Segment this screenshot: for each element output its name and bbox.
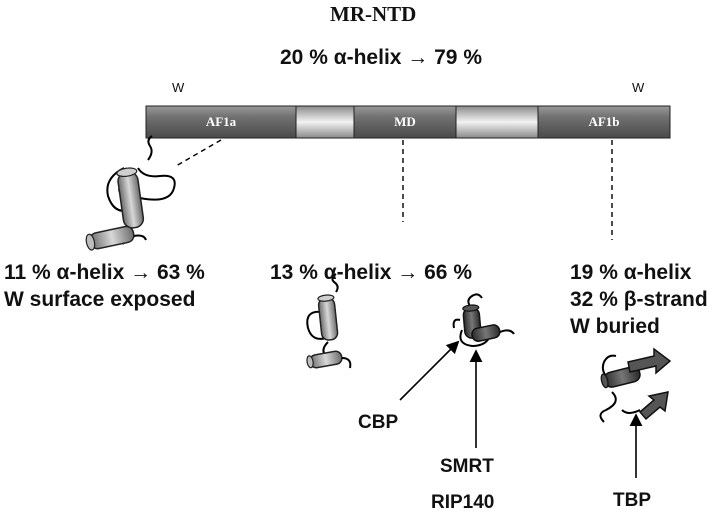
- segment-af1a: [145, 105, 297, 139]
- af1b-helix-label: 19 % α-helix: [570, 261, 692, 284]
- interaction-arrows: [399, 340, 643, 478]
- partner-smrt-label: SMRT: [440, 456, 494, 477]
- overall-helix-label: 20 % α-helix → 79 %: [280, 46, 482, 69]
- segment-label-af1a: AF1a: [206, 114, 237, 129]
- segment-label-md: MD: [394, 114, 416, 129]
- tryptophan-marker-left: W: [172, 80, 185, 95]
- partner-cbp-label: CBP: [358, 412, 399, 433]
- af1a-exposure-label: W surface exposed: [4, 288, 196, 311]
- af1a-structure-icon: [85, 135, 176, 251]
- tryptophan-marker-right: W: [632, 80, 645, 95]
- af1b-strand-label: 32 % β-strand: [570, 288, 708, 311]
- diagram-title: MR-NTD: [330, 2, 417, 26]
- connector-af1a: [175, 139, 222, 167]
- md-bound-structure-icon: [452, 293, 515, 348]
- segment-af1b: [537, 105, 671, 139]
- af1b-buried-label: W buried: [570, 315, 660, 338]
- md-structure-icon: [306, 273, 352, 369]
- partner-tbp-label: TBP: [613, 490, 651, 511]
- segment-md: [353, 105, 457, 139]
- domain-bar: AF1a MD AF1b: [145, 105, 671, 139]
- af1b-structure-icon: [599, 347, 672, 423]
- segment-linker-2: [455, 105, 539, 139]
- segment-linker-1: [295, 105, 355, 139]
- md-helix-label: 13 % α-helix → 66 %: [270, 261, 472, 284]
- partner-rip140-label: RIP140: [431, 492, 495, 513]
- arrow-cbp: [399, 340, 460, 401]
- af1a-helix-label: 11 % α-helix → 63 %: [4, 261, 205, 284]
- dashed-connectors: [175, 139, 613, 240]
- segment-label-af1b: AF1b: [588, 114, 619, 129]
